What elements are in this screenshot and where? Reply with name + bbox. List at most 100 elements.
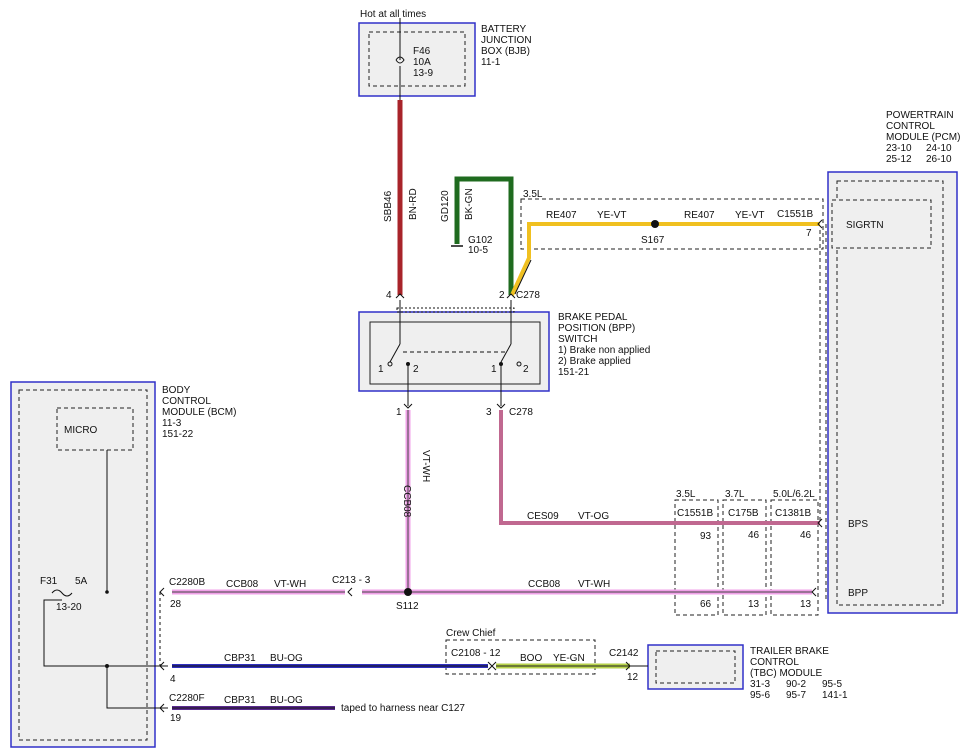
bpp-title-5: 2) Brake applied: [558, 356, 631, 367]
bjb-module: [358, 22, 476, 97]
label-g102: G102: [468, 235, 493, 246]
bpp-title-3: SWITCH: [558, 334, 597, 345]
label-ye-vt-a: YE-VT: [597, 210, 626, 221]
label-re407-b: RE407: [684, 210, 715, 221]
pcm-ref-2: 24-10: [926, 143, 952, 154]
bcm-micro: MICRO: [64, 425, 98, 436]
bjb-title-3: BOX (BJB): [481, 46, 530, 57]
label-gd120: GD120: [440, 190, 451, 222]
label-re407-a: RE407: [546, 210, 577, 221]
tbc-module: [647, 644, 744, 690]
connector-c175b: C175B: [728, 508, 759, 519]
pcm-title-2: CONTROL: [886, 121, 935, 132]
engine-50: 5.0L/6.2L: [773, 489, 815, 500]
bpp-title-4: 1) Brake non applied: [558, 345, 650, 356]
label-ccb08-v: CCB08: [401, 485, 412, 518]
pcm-bpp: BPP: [848, 588, 868, 599]
bcm-title-2: CONTROL: [162, 396, 211, 407]
pcm-ref-4: 26-10: [926, 154, 952, 165]
engine-35: 3.5L: [676, 489, 696, 500]
label-ccb08-h1: CCB08: [226, 579, 259, 590]
pin-19: 19: [170, 713, 182, 724]
label-bu-og-b: BU-OG: [270, 695, 303, 706]
bcm-fuse-name: F31: [40, 576, 58, 587]
pcm-sigrtn: SIGRTN: [846, 220, 884, 231]
label-bu-og-a: BU-OG: [270, 653, 303, 664]
label-bk-gn: BK-GN: [464, 188, 475, 220]
pin-4-bcm: 4: [170, 674, 176, 685]
label-sbb46: SBB46: [383, 190, 394, 222]
connector-c1381b: C1381B: [775, 508, 811, 519]
label-bn-rd: BN-RD: [408, 188, 419, 220]
pin-13a: 13: [748, 599, 760, 610]
bcm-title-1: BODY: [162, 385, 191, 396]
bcm-title-4: 11-3: [162, 418, 182, 429]
connector-c278-top: C278: [516, 290, 540, 301]
pin-28: 28: [170, 599, 182, 610]
pin-93: 93: [700, 531, 712, 542]
c175b-option-box: [722, 499, 767, 616]
power-label: Hot at all times: [360, 9, 426, 20]
pcm-ref-3: 25-12: [886, 154, 912, 165]
connector-c1551b-top: C1551B: [777, 209, 813, 220]
pin-66: 66: [700, 599, 712, 610]
tbc-ref-2: 90-2: [786, 679, 806, 690]
bpp-title-6: 151-21: [558, 367, 590, 378]
pin-46b: 46: [800, 530, 812, 541]
connector-c2142: C2142: [609, 648, 639, 659]
engine-35-top: 3.5L: [523, 189, 543, 200]
bjb-fuse-name: F46: [413, 46, 431, 57]
bpp-title-2: POSITION (BPP): [558, 323, 635, 334]
crew-chief-label: Crew Chief: [446, 628, 496, 639]
pin-13b: 13: [800, 599, 812, 610]
bcm-title-5: 151-22: [162, 429, 194, 440]
bjb-fuse-ref: 13-9: [413, 68, 433, 79]
pcm-title-1: POWERTRAIN: [886, 110, 954, 121]
c1381b-option-box: [770, 499, 819, 616]
label-ye-vt-b: YE-VT: [735, 210, 764, 221]
label-vt-wh-h2: VT-WH: [578, 579, 610, 590]
pin-3-bottom: 3: [486, 407, 492, 418]
connector-c213: C213 - 3: [332, 575, 371, 586]
label-s167: S167: [641, 235, 665, 246]
bcm-fuse-ref: 13-20: [56, 602, 82, 613]
tbc-ref-6: 141-1: [822, 690, 848, 701]
c1551b-option-box: [674, 499, 719, 616]
bjb-title-2: JUNCTION: [481, 35, 532, 46]
wire-gd120: [454, 176, 514, 295]
micro-block: [56, 407, 134, 451]
pcm-bps: BPS: [848, 519, 868, 530]
connector-c278-bottom: C278: [509, 407, 533, 418]
label-ye-gn: YE-GN: [553, 653, 585, 664]
label-cbp31-a: CBP31: [224, 653, 256, 664]
label-ccb08-h2: CCB08: [528, 579, 561, 590]
splice-s112: [404, 588, 412, 596]
tbc-ref-5: 95-7: [786, 690, 806, 701]
bpp-pin-2b: 2: [523, 364, 529, 375]
pin-7: 7: [806, 228, 812, 239]
connector-c2108: C2108 - 12: [451, 648, 501, 659]
bpp-title-1: BRAKE PEDAL: [558, 312, 628, 323]
engine-37: 3.7L: [725, 489, 745, 500]
label-s112: S112: [396, 601, 419, 612]
wire-ces09: [499, 410, 820, 525]
connector-c2280b: C2280B: [169, 577, 205, 588]
tbc-ref-4: 95-6: [750, 690, 770, 701]
label-g102-ref: 10-5: [468, 245, 488, 256]
tbc-ref-3: 95-5: [822, 679, 842, 690]
tbc-title-1: TRAILER BRAKE: [750, 646, 829, 657]
label-ces09: CES09: [527, 511, 559, 522]
label-taped: taped to harness near C127: [341, 703, 465, 714]
wire-re407: [510, 222, 820, 296]
pin-46a: 46: [748, 530, 760, 541]
label-vt-og: VT-OG: [578, 511, 609, 522]
bpp-pin-2a: 2: [413, 364, 419, 375]
pin-1-bottom: 1: [396, 407, 402, 418]
pcm-title-3: MODULE (PCM): [886, 132, 960, 143]
tbc-title-3: (TBC) MODULE: [750, 668, 823, 679]
splice-s167: [651, 220, 659, 228]
bpp-pin-1b: 1: [491, 364, 497, 375]
label-cbp31-b: CBP31: [224, 695, 256, 706]
